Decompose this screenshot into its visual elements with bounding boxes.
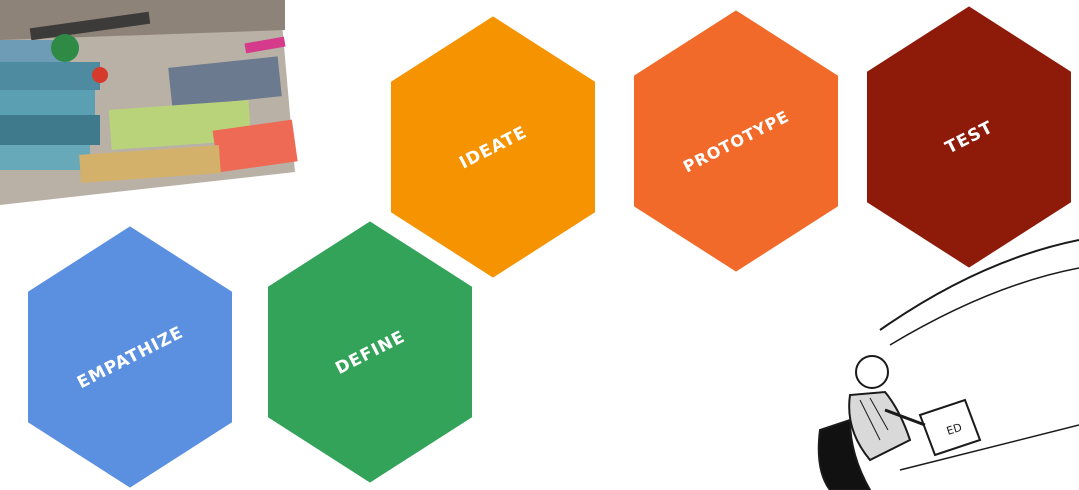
step-prototype-hexagon (634, 10, 838, 272)
step-define: DEFINE (268, 221, 472, 483)
craft-supplies-photo (0, 0, 298, 205)
step-test: TEST (867, 6, 1071, 268)
step-prototype: PROTOTYPE (634, 10, 838, 272)
sketch-paper-label: ED (945, 421, 964, 438)
step-test-hexagon (867, 6, 1071, 268)
step-ideate-hexagon (391, 16, 595, 278)
step-empathize: EMPATHIZE (28, 226, 232, 488)
step-ideate: IDEATE (391, 16, 595, 278)
meeting-sketch-illustration (817, 239, 1079, 490)
step-empathize-hexagon (28, 226, 232, 488)
step-define-hexagon (268, 221, 472, 483)
